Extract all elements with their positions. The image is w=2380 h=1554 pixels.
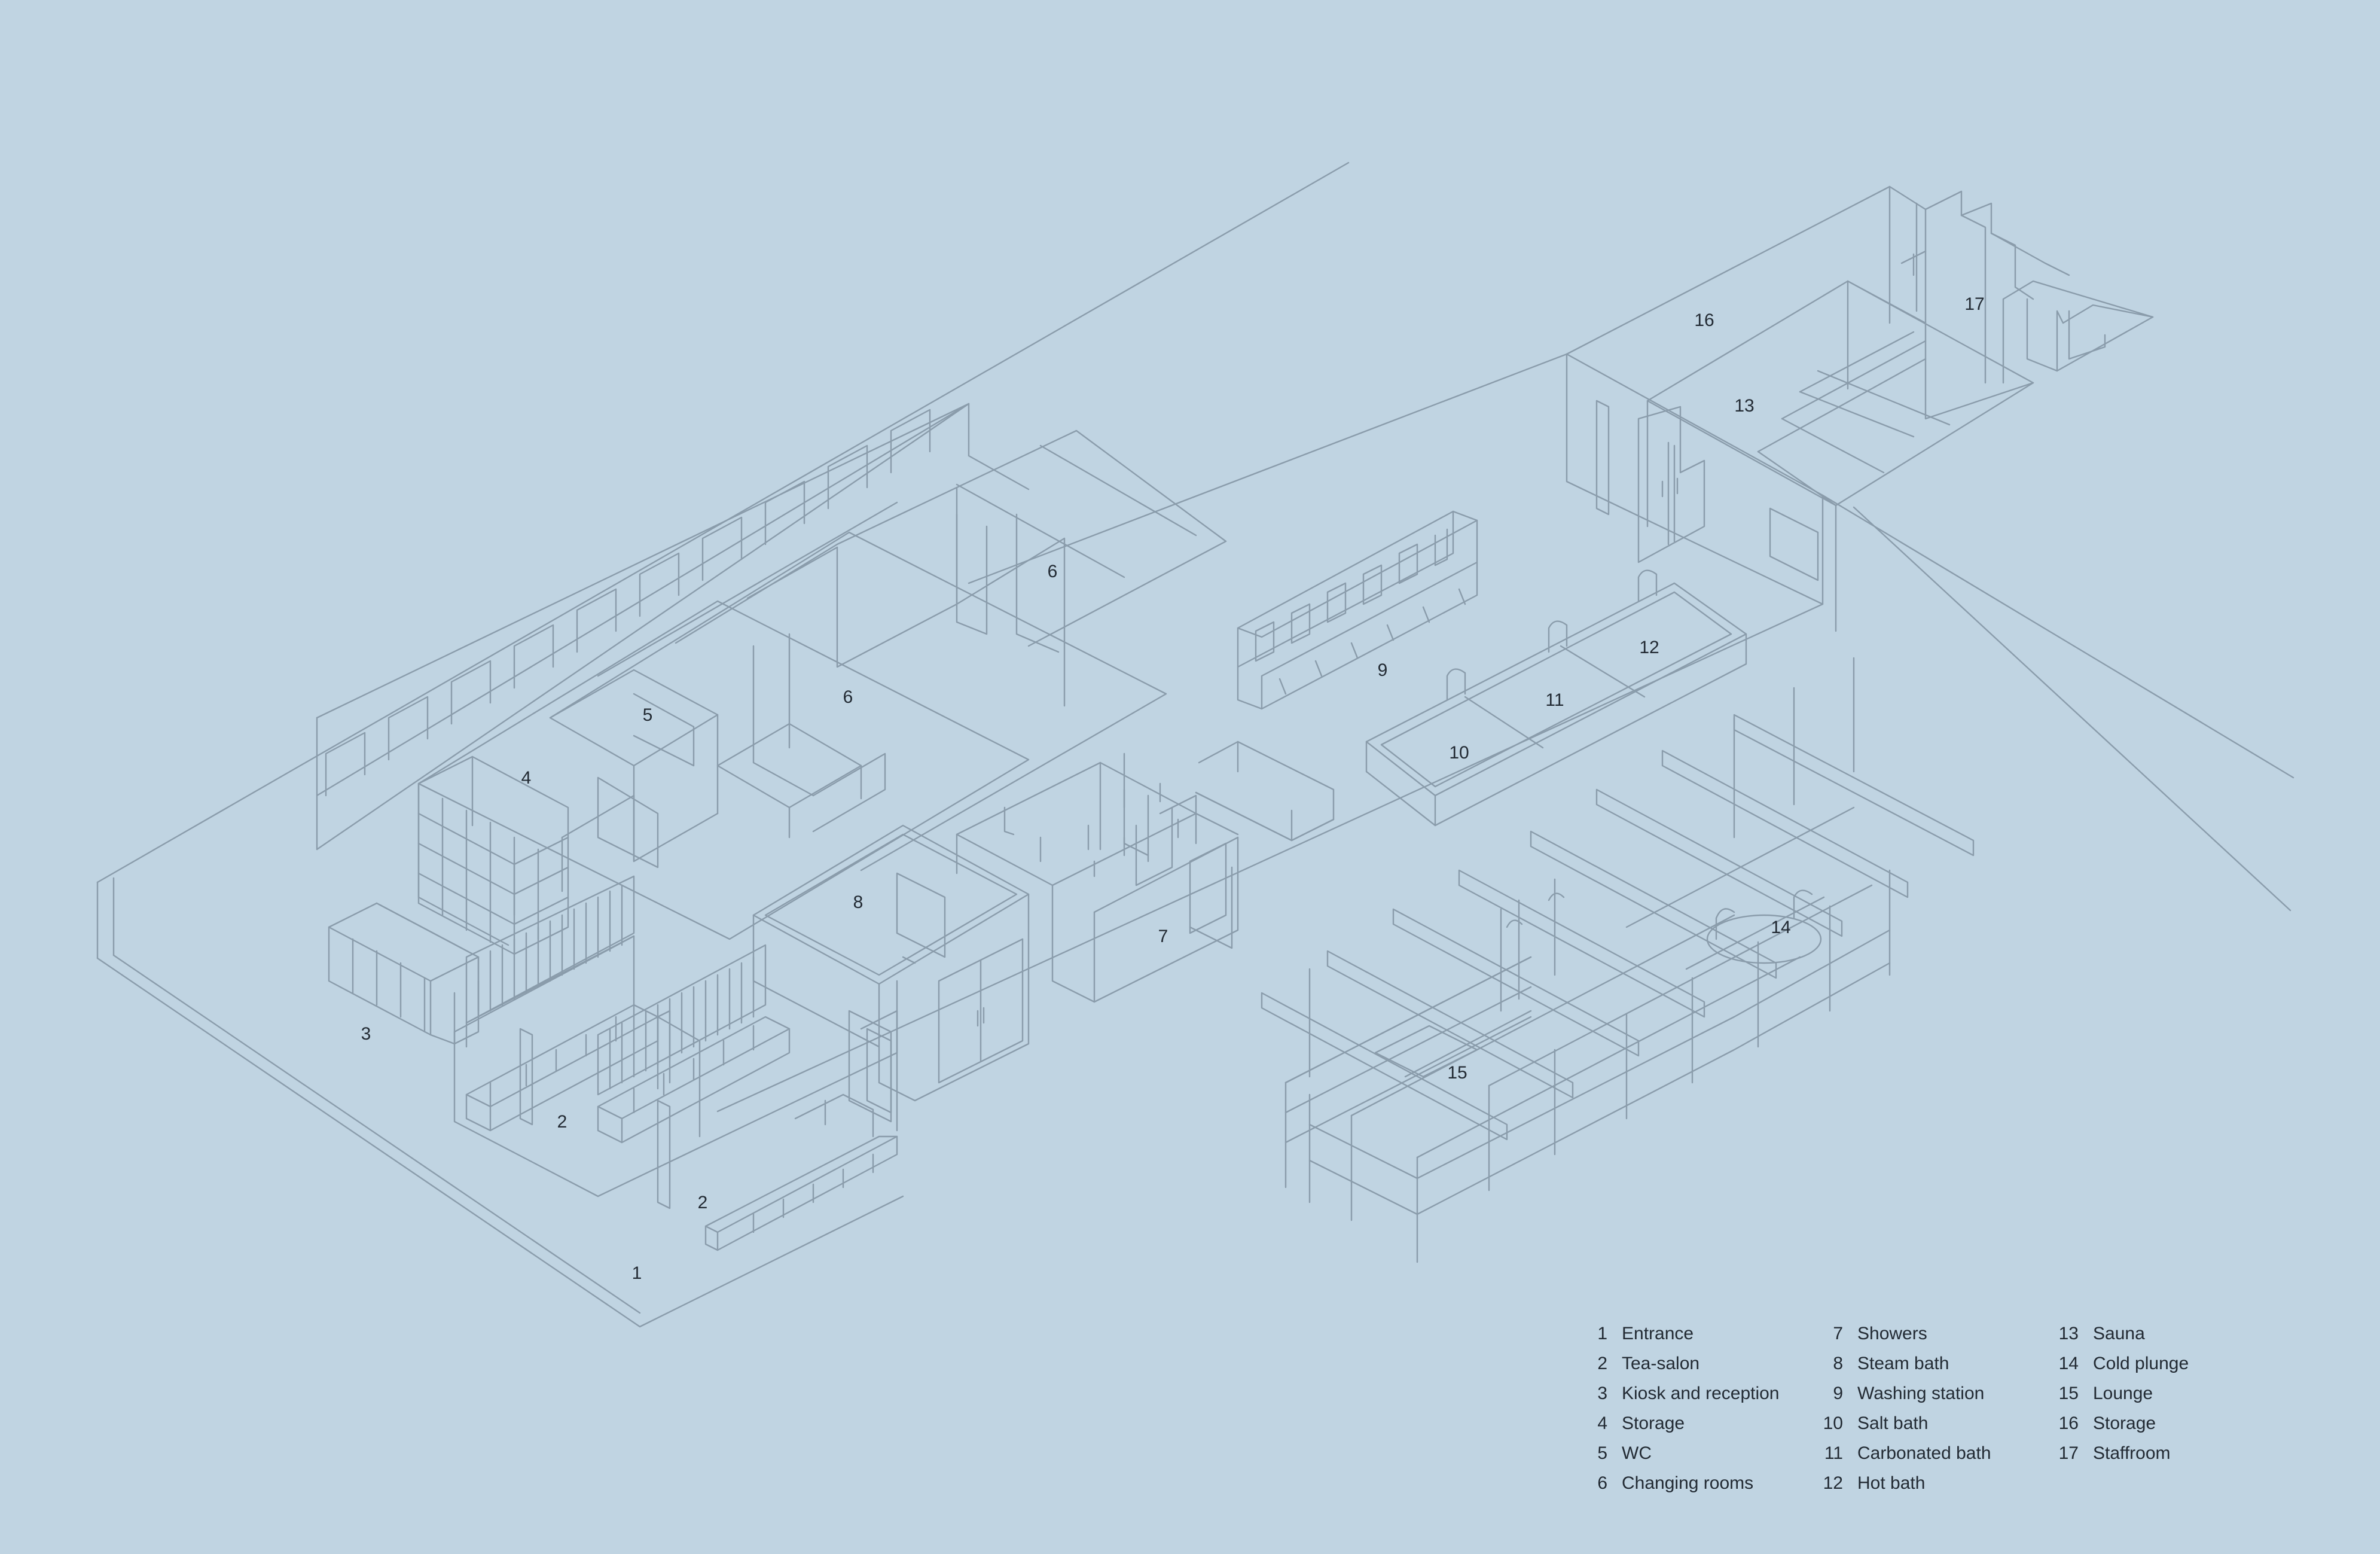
label-showers: 7 (1158, 927, 1168, 946)
label-carbonated-bath: 11 (1545, 690, 1564, 710)
pools (1365, 569, 1747, 827)
rooms-left-block (417, 429, 1227, 946)
label-storage-2: 16 (1694, 310, 1714, 330)
label-tea-salon-b: 2 (698, 1193, 708, 1212)
label-tea-salon-a: 2 (557, 1112, 567, 1132)
lounge-pergola (1261, 657, 1975, 1263)
label-storage: 4 (521, 768, 532, 788)
label-steam-bath: 8 (853, 892, 863, 912)
label-wc: 5 (643, 705, 653, 725)
label-hot-bath: 12 (1639, 638, 1659, 657)
room-labels: 1 2 2 3 4 5 6 6 7 8 9 10 11 12 13 14 15 … (361, 294, 1985, 1283)
showers (956, 741, 1335, 1003)
shelving-unit (417, 755, 569, 955)
label-staffroom: 17 (1964, 294, 1984, 314)
building-envelope (96, 162, 2294, 1328)
kiosk-counter (328, 902, 480, 1045)
label-changing-a: 6 (843, 687, 853, 707)
washing-station (1237, 510, 1478, 710)
label-entrance: 1 (632, 1263, 642, 1283)
label-sauna: 13 (1734, 396, 1754, 416)
label-cold-plunge: 14 (1771, 918, 1790, 937)
label-changing-b: 6 (1048, 562, 1058, 581)
label-washing: 9 (1378, 660, 1388, 680)
tea-salon (453, 875, 898, 1251)
label-kiosk: 3 (361, 1024, 371, 1044)
sauna-block (1595, 185, 2154, 632)
label-salt-bath: 10 (1449, 743, 1469, 763)
label-lounge: 15 (1447, 1063, 1467, 1083)
back-wall (316, 403, 1030, 851)
steam-bath (752, 824, 1030, 1123)
